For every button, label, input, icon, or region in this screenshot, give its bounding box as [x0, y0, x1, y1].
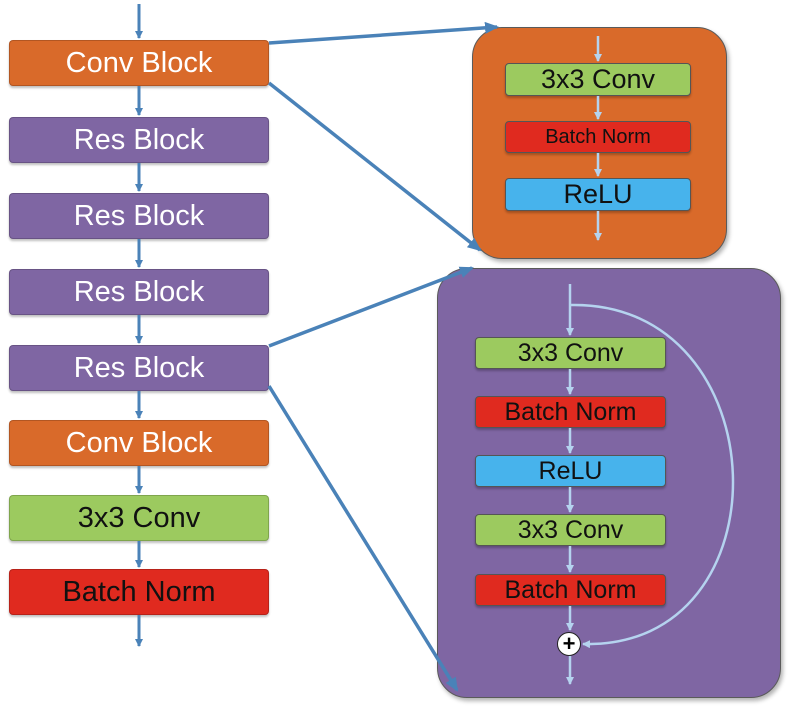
conv-detail-batch-norm[interactable]: Batch Norm [505, 121, 691, 153]
main-conv3x3-block[interactable]: 3x3 Conv [9, 495, 269, 541]
expand-conv-bottom [267, 81, 482, 252]
res-detail-batch-norm-1[interactable]: Batch Norm [475, 396, 666, 428]
plus-icon: + [562, 631, 576, 656]
expand-res-bottom [267, 385, 459, 692]
conv-detail-relu[interactable]: ReLU [505, 178, 691, 211]
res-detail-batch-norm-2[interactable]: Batch Norm [475, 574, 666, 606]
conv-detail-conv3x3[interactable]: 3x3 Conv [505, 63, 691, 96]
main-res-block-4[interactable]: Res Block [9, 345, 269, 391]
main-res-block-1[interactable]: Res Block [9, 117, 269, 163]
main-conv-block-1[interactable]: Conv Block [9, 40, 269, 86]
res-detail-conv3x3-1[interactable]: 3x3 Conv [475, 337, 666, 369]
res-detail-conv3x3-2[interactable]: 3x3 Conv [475, 514, 666, 546]
main-res-block-2[interactable]: Res Block [9, 193, 269, 239]
residual-sum-node: + [557, 632, 581, 656]
res-detail-relu[interactable]: ReLU [475, 455, 666, 487]
main-conv-block-2[interactable]: Conv Block [9, 420, 269, 466]
main-batch-norm-block[interactable]: Batch Norm [9, 569, 269, 615]
expand-conv-top [268, 21, 499, 45]
main-res-block-3[interactable]: Res Block [9, 269, 269, 315]
